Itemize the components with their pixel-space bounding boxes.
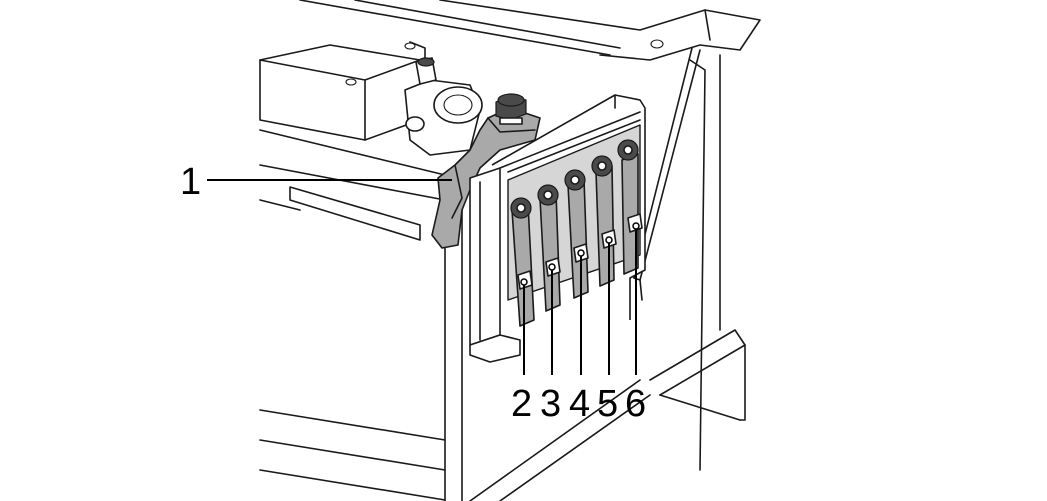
callout-6: 6 <box>625 383 646 425</box>
fuse-terminals <box>510 139 643 327</box>
callout-4: 4 <box>569 383 590 425</box>
terminal-post <box>404 57 483 156</box>
callout-3: 3 <box>540 383 561 425</box>
fuse-nuts <box>510 139 639 219</box>
callout-1: 1 <box>180 161 201 203</box>
callout-2: 2 <box>511 383 532 425</box>
terminal-clamp <box>431 93 541 249</box>
callout-5: 5 <box>597 383 618 425</box>
leader-lines <box>207 179 640 375</box>
callout-labels: 1 2 3 4 5 6 <box>180 161 646 425</box>
